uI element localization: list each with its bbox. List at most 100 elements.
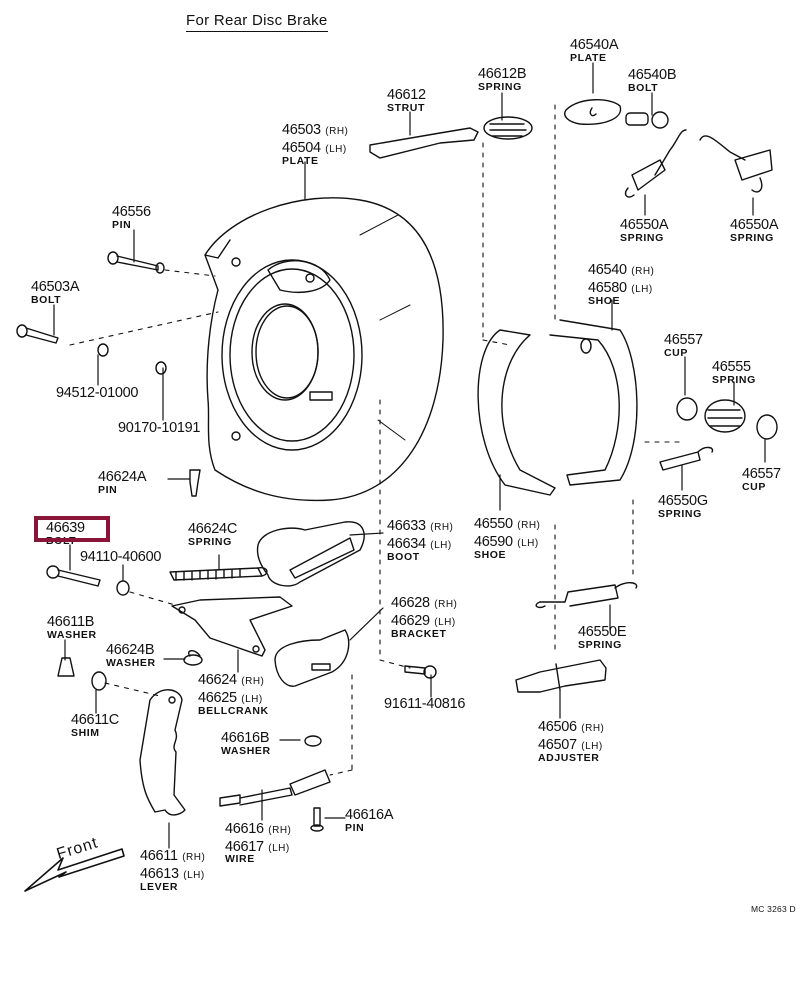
side-lh: (LH) — [241, 694, 263, 705]
part-label-94110-40600[interactable]: 94110-40600 — [80, 550, 161, 565]
side-lh: (LH) — [430, 540, 452, 551]
side-lh: (LH) — [517, 538, 539, 549]
brake-shoe-drawing — [477, 319, 638, 496]
bracket-bolt-drawing — [404, 665, 437, 679]
part-number: 46616A — [345, 807, 394, 823]
part-name: BRACKET — [391, 628, 447, 640]
part-label-46557-lower[interactable]: 46557 CUP — [742, 467, 781, 492]
part-number: 46557 — [664, 332, 703, 348]
part-label-46624B[interactable]: 46624B WASHER — [106, 643, 156, 668]
part-name: WASHER — [106, 656, 156, 669]
side-rh: (RH) — [268, 825, 292, 836]
part-label-46624-46625[interactable]: 46624 (RH) 46625 (LH) BELLCRANK — [198, 672, 269, 717]
part-label-46503A[interactable]: 46503A BOLT — [31, 280, 80, 305]
part-number: 46611 — [140, 848, 178, 864]
part-name: SHOE — [474, 549, 507, 561]
part-name: LEVER — [140, 881, 179, 893]
assembly-guide-lines — [69, 104, 681, 776]
adjuster-spring-drawing — [535, 582, 638, 609]
part-number: 46624 — [198, 672, 237, 688]
part-label-46550A-right[interactable]: 46550A SPRING — [730, 218, 779, 244]
part-label-46550A-left[interactable]: 46550A SPRING — [620, 218, 669, 244]
side-lh: (LH) — [268, 843, 290, 854]
strut-drawing — [369, 116, 533, 159]
part-label-46540A[interactable]: 46540A PLATE — [570, 37, 619, 63]
part-label-46555[interactable]: 46555 SPRING — [712, 360, 756, 385]
part-label-46540-46580[interactable]: 46540 (RH) 46580 (LH) SHOE — [588, 262, 654, 307]
part-label-46616A[interactable]: 46616A PIN — [345, 807, 394, 834]
part-number: 46555 — [712, 359, 751, 375]
part-name: PIN — [112, 218, 132, 231]
part-label-46624C[interactable]: 46624C SPRING — [188, 522, 237, 547]
part-name: BELLCRANK — [198, 705, 269, 717]
part-number: 46503 — [282, 122, 321, 138]
wire-pin-drawing — [310, 807, 324, 832]
part-number: 91611-40816 — [384, 696, 466, 712]
part-label-46550E[interactable]: 46550E SPRING — [578, 625, 627, 650]
part-label-46633-46634[interactable]: 46633 (RH) 46634 (LH) BOOT — [387, 518, 453, 563]
part-name: CUP — [664, 346, 688, 359]
pin-bolt-drawings — [16, 251, 201, 596]
part-number: 46617 — [225, 839, 264, 855]
part-label-46556[interactable]: 46556 PIN — [112, 205, 151, 230]
bellcrank-spring-drawing — [169, 566, 268, 581]
part-name: PIN — [98, 483, 118, 496]
part-number: 90170-10191 — [118, 420, 201, 436]
part-name: PLATE — [282, 155, 319, 167]
part-name: PIN — [345, 821, 365, 834]
part-name: BOOT — [387, 551, 420, 563]
part-number: 46628 — [391, 595, 430, 611]
part-number: 46557 — [742, 466, 781, 482]
part-label-46503-46504[interactable]: 46503 (RH) 46504 (LH) PLATE — [282, 122, 348, 167]
diagram-title: For Rear Disc Brake — [186, 12, 328, 32]
bracket-drawing — [274, 629, 350, 687]
part-name: SPRING — [730, 231, 774, 244]
part-number: 46624B — [106, 642, 155, 658]
part-number: 46611C — [71, 712, 119, 728]
hold-down-spring-drawings — [659, 397, 778, 471]
part-label-46611B[interactable]: 46611B WASHER — [47, 615, 97, 640]
part-label-46611-46613[interactable]: 46611 (RH) 46613 (LH) LEVER — [140, 848, 205, 893]
side-lh: (LH) — [581, 741, 603, 752]
part-label-46616B[interactable]: 46616B WASHER — [221, 731, 271, 756]
part-label-46540B[interactable]: 46540B BOLT — [628, 67, 677, 93]
part-name: STRUT — [387, 101, 425, 114]
side-rh: (RH) — [325, 126, 349, 137]
part-label-91611-40816[interactable]: 91611-40816 — [384, 697, 465, 712]
part-name: SPRING — [658, 507, 702, 520]
part-label-94512-01000[interactable]: 94512-01000 — [56, 386, 138, 401]
part-number: 46540A — [570, 37, 619, 53]
part-name: SPRING — [620, 231, 664, 244]
part-name: SHOE — [588, 295, 621, 307]
side-rh: (RH) — [631, 266, 655, 277]
part-name: SPRING — [478, 80, 522, 93]
part-label-46612[interactable]: 46612 STRUT — [387, 88, 426, 113]
part-number: 94110-40600 — [80, 549, 162, 565]
backing-plate-drawing — [204, 197, 444, 502]
boot-drawing — [256, 521, 365, 587]
part-label-46616-46617[interactable]: 46616 (RH) 46617 (LH) WIRE — [225, 821, 291, 865]
part-label-46550-46590[interactable]: 46550 (RH) 46590 (LH) SHOE — [474, 516, 540, 561]
side-lh: (LH) — [325, 144, 347, 155]
part-number: 46611B — [47, 614, 95, 630]
shoe-hold-plate-drawing — [564, 99, 669, 129]
part-number: 46612B — [478, 66, 527, 82]
part-number: 46624C — [188, 521, 237, 537]
highlight-box-46639 — [34, 516, 110, 542]
part-label-46624A[interactable]: 46624A PIN — [98, 470, 147, 496]
part-label-46612B[interactable]: 46612B SPRING — [478, 66, 527, 93]
side-lh: (LH) — [631, 284, 653, 295]
part-name: WIRE — [225, 853, 255, 865]
part-label-46506-46507[interactable]: 46506 (RH) 46507 (LH) ADJUSTER — [538, 719, 604, 764]
part-number: 46613 — [140, 866, 179, 882]
part-label-46611C[interactable]: 46611C SHIM — [71, 713, 119, 738]
part-label-46550G[interactable]: 46550G SPRING — [658, 494, 708, 519]
part-label-46557-upper[interactable]: 46557 CUP — [664, 333, 703, 358]
part-number: 46633 — [387, 518, 426, 534]
part-number: 46550G — [658, 493, 708, 509]
part-label-46628-46629[interactable]: 46628 (RH) 46629 (LH) BRACKET — [391, 595, 457, 640]
part-number: 46540B — [628, 67, 677, 83]
part-label-90170-10191[interactable]: 90170-10191 — [118, 421, 200, 436]
part-number: 46580 — [588, 280, 627, 296]
part-number: 46616 — [225, 821, 264, 837]
